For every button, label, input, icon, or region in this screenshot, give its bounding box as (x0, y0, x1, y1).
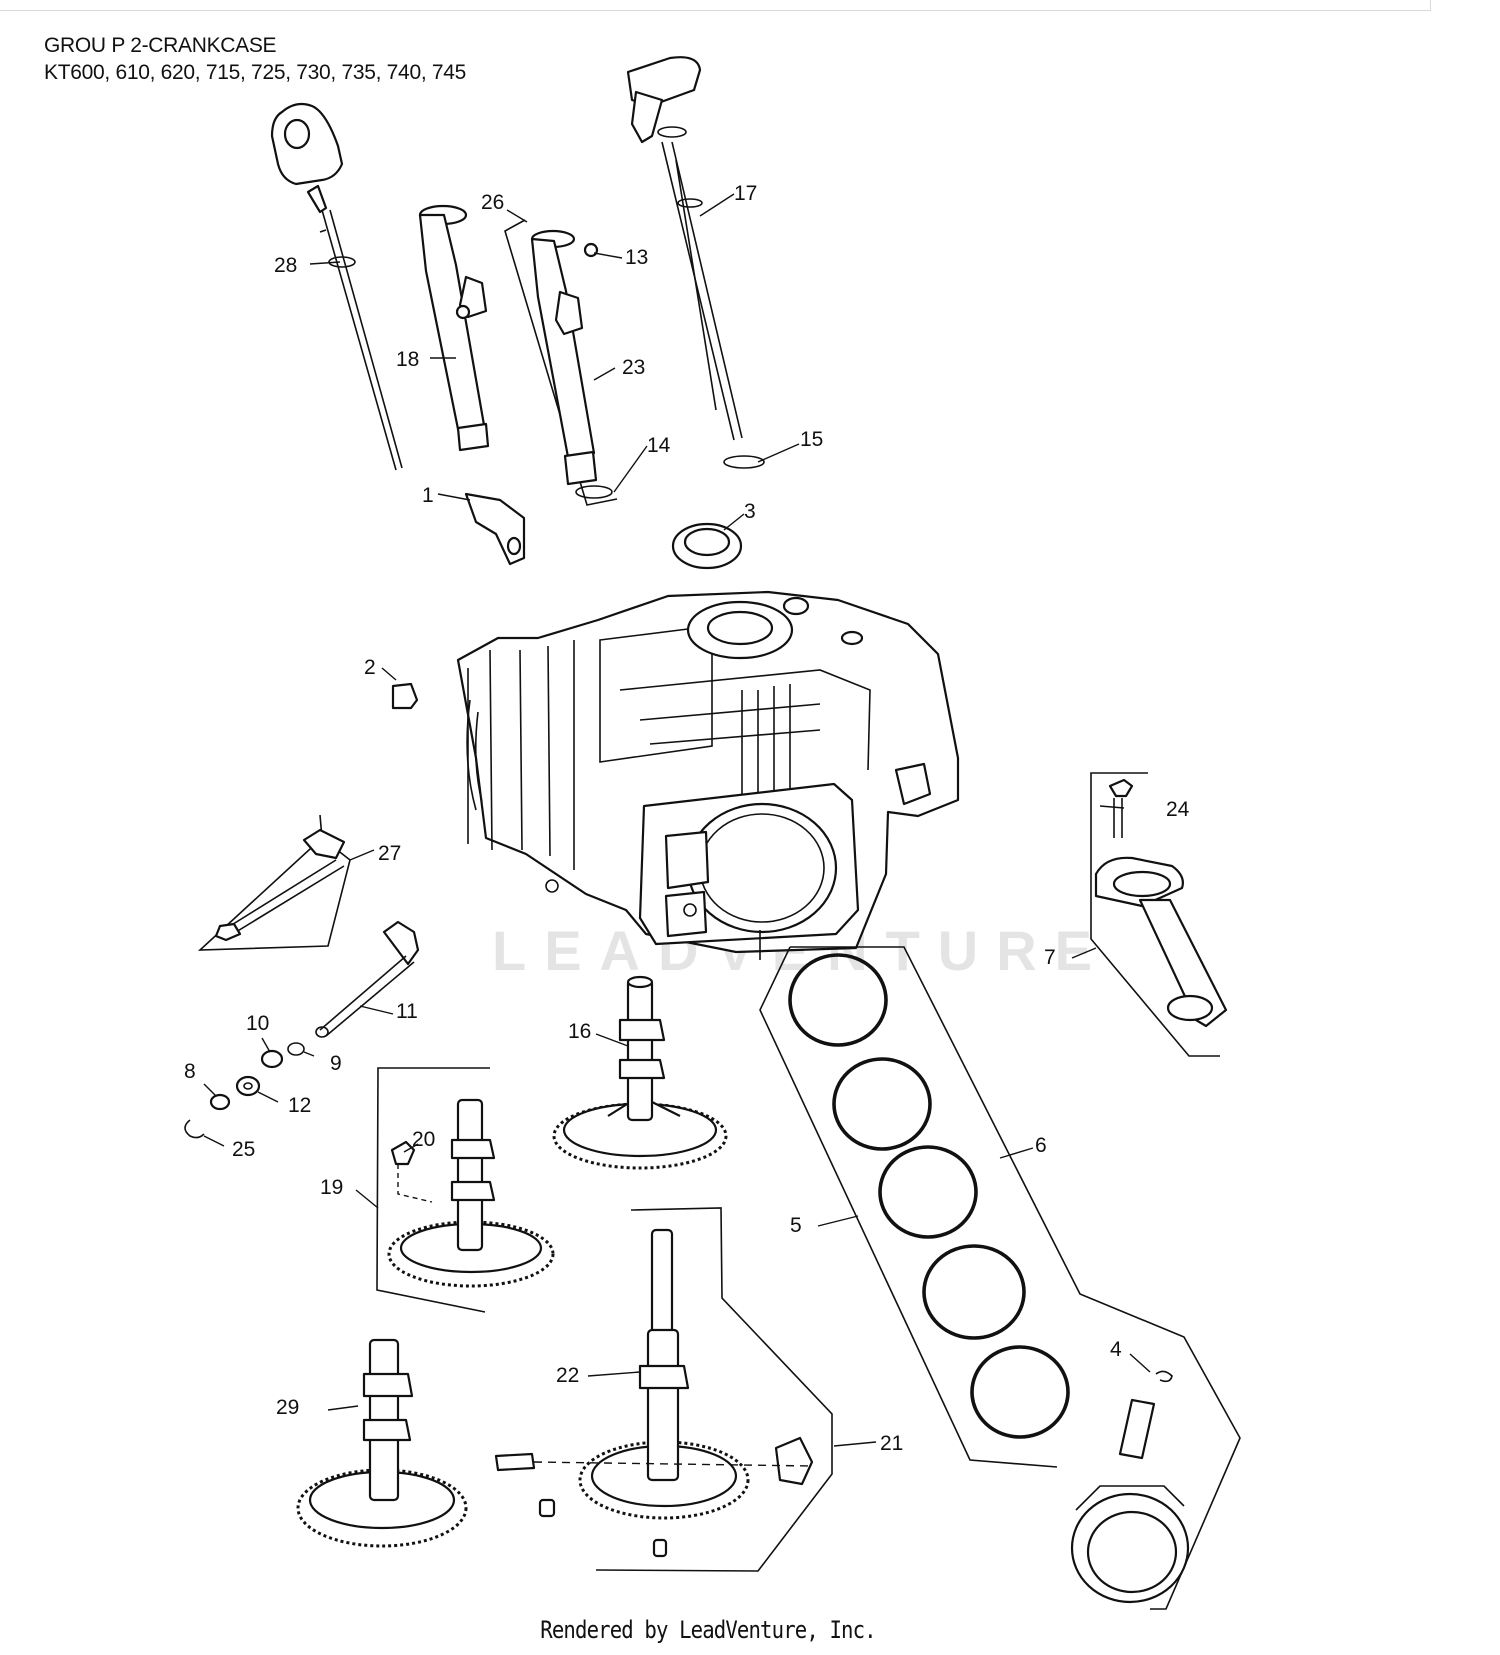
render-credit: Rendered by LeadVenture, Inc. (0, 1616, 1500, 1644)
callout-29: 29 (276, 1396, 299, 1419)
callout-28: 28 (274, 254, 297, 277)
page-frame (0, 0, 1431, 11)
part-20-bolt (390, 1140, 416, 1166)
callout-12: 12 (288, 1094, 311, 1117)
part-4-retainer (1155, 1370, 1173, 1383)
part-2-plug[interactable] (391, 682, 419, 710)
model-list: KT600, 610, 620, 715, 725, 730, 735, 740… (44, 61, 467, 84)
callout-labels: 28 18 26 13 23 14 15 17 1 3 2 27 11 24 7… (184, 182, 1190, 1455)
callout-16: 16 (568, 1020, 591, 1043)
part-10-nut (260, 1049, 284, 1069)
part-27-governor-shaft[interactable] (197, 814, 351, 951)
callout-14: 14 (647, 434, 671, 457)
part-3-oil-seal[interactable] (671, 522, 743, 570)
part-28-dipstick[interactable] (270, 102, 403, 471)
callout-11: 11 (396, 1000, 418, 1023)
part-16-camshaft[interactable] (552, 975, 728, 1170)
callout-10: 10 (246, 1012, 269, 1035)
callout-23: 23 (622, 356, 645, 379)
part-21-camshaft-assembly[interactable] (494, 1207, 833, 1572)
callout-8: 8 (184, 1060, 196, 1083)
callout-20: 20 (412, 1128, 435, 1151)
callout-7: 7 (1044, 946, 1056, 969)
callout-13: 13 (625, 246, 648, 269)
part-1-bracket[interactable] (464, 492, 526, 566)
piston-pin (1118, 1398, 1156, 1460)
callout-27: 27 (378, 842, 401, 865)
part-9-washer (287, 1042, 305, 1056)
callout-2: 2 (364, 656, 376, 679)
leader-lines (203, 193, 1151, 1447)
callout-4: 4 (1110, 1338, 1122, 1361)
part-17-dipstick[interactable] (626, 56, 743, 441)
diagram-header: GROU P 2-CRANKCASE KT600, 610, 620, 715,… (44, 32, 466, 86)
part-15-o-ring[interactable] (723, 455, 765, 469)
part-25-clip (184, 1119, 205, 1139)
part-12-washer (235, 1075, 261, 1097)
part-8-washer (209, 1093, 231, 1111)
callout-18: 18 (396, 348, 419, 371)
part-24-bolt (1108, 778, 1134, 798)
part-6-piston-rings[interactable] (759, 946, 1241, 1610)
render-credit-text: Rendered by LeadVenture, Inc. (540, 1616, 876, 1644)
part-11-lever[interactable] (315, 920, 420, 1038)
callout-15: 15 (800, 428, 823, 451)
callout-6: 6 (1035, 1134, 1047, 1157)
callout-5: 5 (790, 1214, 802, 1237)
callout-19: 19 (320, 1176, 343, 1199)
callout-9: 9 (330, 1052, 342, 1075)
part-26-tube-assembly[interactable] (504, 219, 618, 506)
callout-22: 22 (556, 1364, 579, 1387)
small-washers[interactable] (184, 1042, 305, 1139)
callout-24: 24 (1166, 798, 1190, 821)
part-14-o-ring (575, 485, 613, 499)
callout-21: 21 (880, 1432, 903, 1455)
part-13-nut (583, 242, 599, 258)
part-4-pin-and-piston[interactable] (1070, 1370, 1190, 1604)
part-18-tube[interactable] (418, 204, 490, 452)
callout-25: 25 (232, 1138, 255, 1161)
crankcase-block[interactable] (456, 590, 960, 960)
callout-26: 26 (481, 191, 504, 214)
part-7-connecting-rod[interactable] (1090, 772, 1228, 1057)
group-title: GROU P 2-CRANKCASE (44, 34, 277, 57)
part-29-camshaft[interactable] (296, 1338, 468, 1548)
part-19-camshaft-assembly[interactable] (376, 1067, 555, 1313)
callout-17: 17 (734, 182, 757, 205)
callout-1: 1 (422, 484, 434, 507)
callout-3: 3 (744, 500, 756, 523)
